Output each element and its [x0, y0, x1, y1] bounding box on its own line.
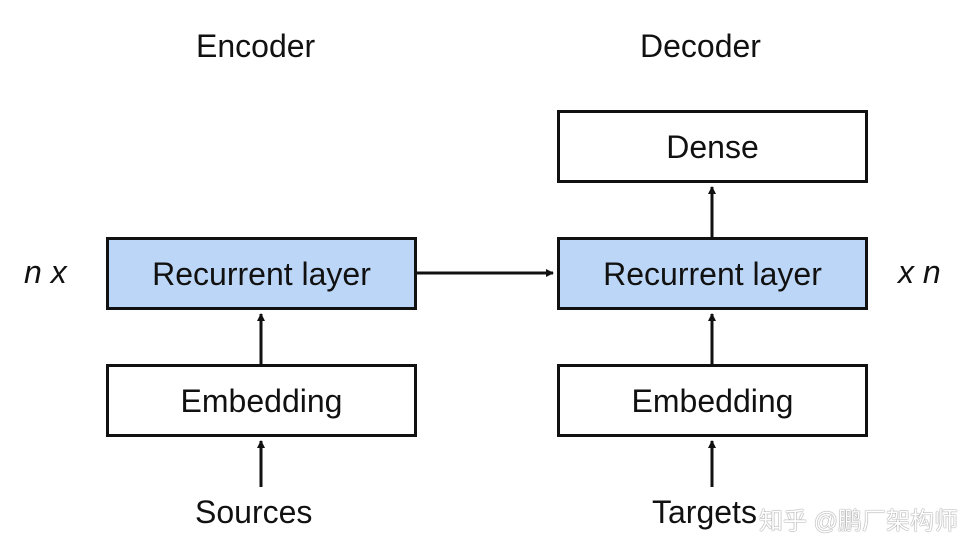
decoder-recurrent-layer: Recurrent layer [557, 237, 868, 310]
decoder-title: Decoder [640, 28, 761, 64]
encoder-repeat-label: n x [24, 254, 67, 290]
decoder-input-targets: Targets [652, 494, 757, 530]
encoder-title: Encoder [196, 28, 316, 64]
encoder-recurrent-layer: Recurrent layer [106, 237, 417, 310]
decoder-dense: Dense [557, 110, 868, 183]
decoder-repeat-label: x n [898, 254, 941, 290]
encoder-input-sources: Sources [195, 494, 313, 530]
decoder-embedding: Embedding [557, 364, 868, 437]
encoder-embedding: Embedding [106, 364, 417, 437]
watermark: 知乎 @鹏厂架构师 [758, 508, 958, 535]
